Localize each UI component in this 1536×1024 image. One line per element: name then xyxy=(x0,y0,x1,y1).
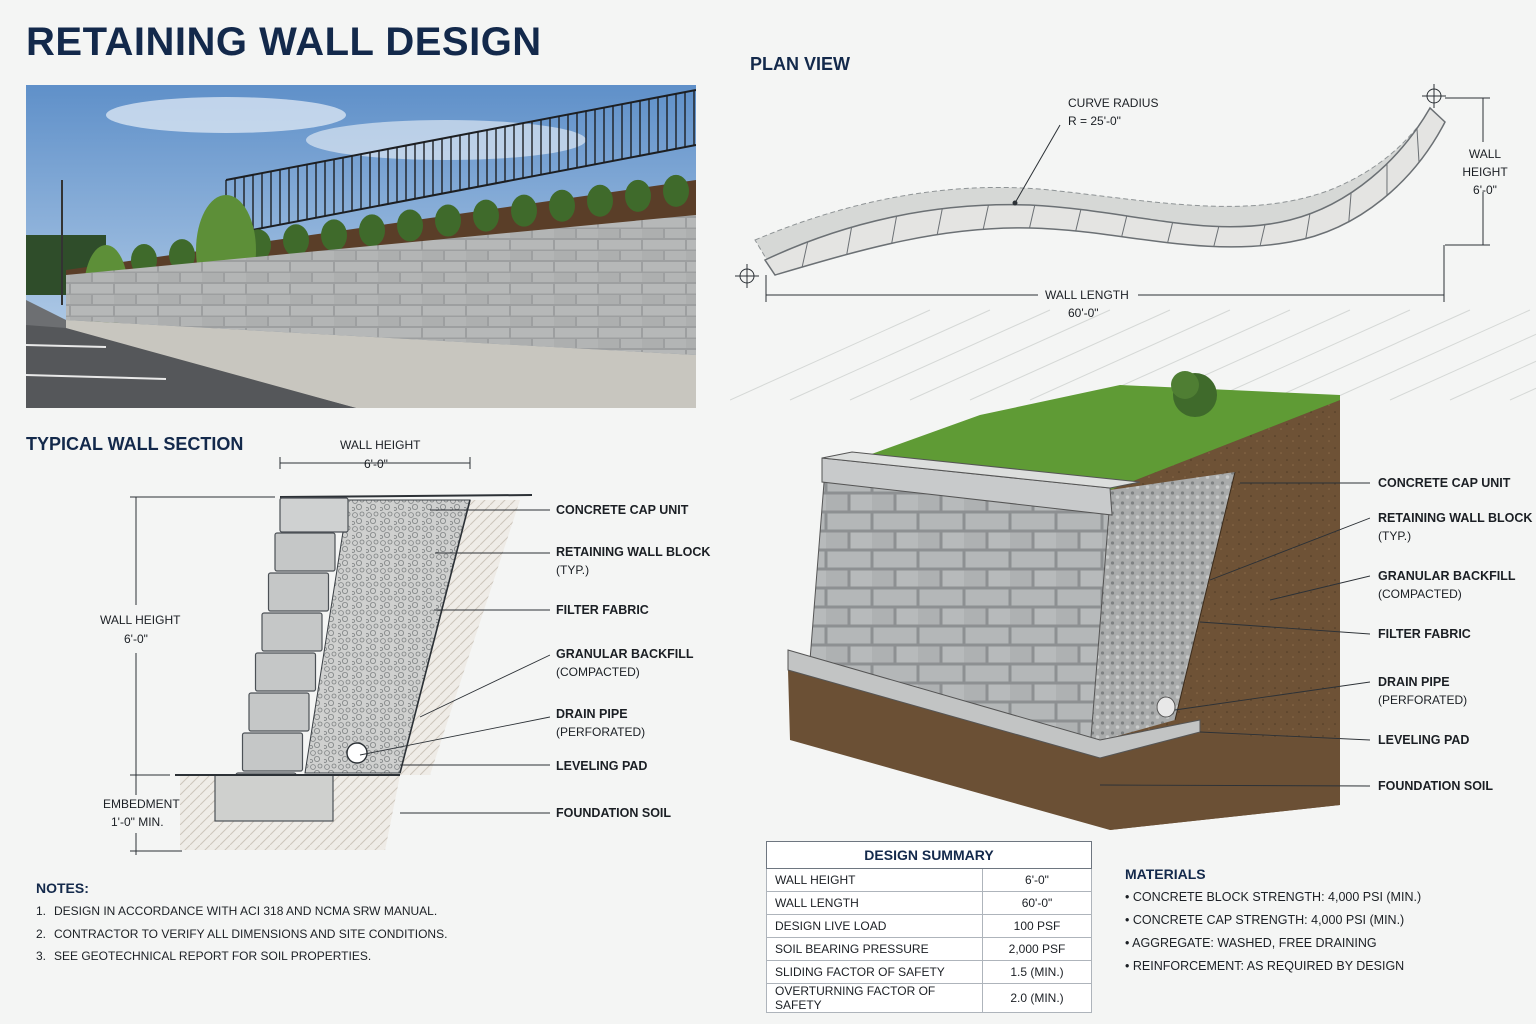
material-text: AGGREGATE: WASHED, FREE DRAINING xyxy=(1132,936,1377,950)
note-item: 2. CONTRACTOR TO VERIFY ALL DIMENSIONS AN… xyxy=(36,927,447,950)
summary-row-label: OVERTURNING FACTOR OF SAFETY xyxy=(766,983,983,1013)
notes-list: 1. DESIGN IN ACCORDANCE WITH ACI 318 AND … xyxy=(36,904,447,972)
material-text: REINFORCEMENT: AS REQUIRED BY DESIGN xyxy=(1132,959,1405,973)
embedment-label: EMBEDMENT xyxy=(103,797,180,811)
notes-heading: NOTES: xyxy=(36,880,89,896)
material-text: CONCRETE BLOCK STRENGTH: 4,000 PSI (MIN.… xyxy=(1132,890,1422,904)
materials-list: • CONCRETE BLOCK STRENGTH: 4,000 PSI (MI… xyxy=(1125,890,1421,982)
wall-length-value: 60'-0" xyxy=(1068,306,1099,320)
summary-row-value: 2.0 (MIN.) xyxy=(982,983,1092,1013)
curve-radius-value: R = 25'-0" xyxy=(1068,114,1121,128)
section-top-dim-label: WALL HEIGHT xyxy=(340,438,421,452)
callout-sublabel: (COMPACTED) xyxy=(1378,587,1462,601)
curve-radius-label: CURVE RADIUS xyxy=(1068,96,1159,110)
embedment-value: 1'-0" MIN. xyxy=(111,815,164,829)
plan-view-heading: PLAN VIEW xyxy=(750,54,851,74)
callout-label: FILTER FABRIC xyxy=(556,603,649,617)
callout-label: CONCRETE CAP UNIT xyxy=(1378,476,1511,490)
note-number: 2. xyxy=(36,926,47,941)
callout-label: GRANULAR BACKFILL xyxy=(556,647,694,661)
material-item: • AGGREGATE: WASHED, FREE DRAINING xyxy=(1125,936,1421,959)
callout-label: DRAIN PIPE xyxy=(556,707,628,721)
note-text: DESIGN IN ACCORDANCE WITH ACI 318 AND NC… xyxy=(54,904,438,918)
plan-wall-height-label-1: WALL xyxy=(1468,147,1502,161)
callout-sublabel: (COMPACTED) xyxy=(556,665,640,679)
callout-label: LEVELING PAD xyxy=(556,759,648,773)
materials-heading: MATERIALS xyxy=(1125,866,1206,882)
plan-view-drawing xyxy=(730,84,1536,401)
bullet-icon: • xyxy=(1125,959,1133,973)
section-left-dim-value: 6'-0" xyxy=(124,632,148,646)
isometric-wall-drawing xyxy=(787,371,1370,830)
callout-label: FOUNDATION SOIL xyxy=(1378,779,1494,793)
note-number: 3. xyxy=(36,949,47,963)
callout-label: LEVELING PAD xyxy=(1378,733,1470,747)
callout-label: CONCRETE CAP UNIT xyxy=(556,503,689,517)
summary-row-value: 60'-0" xyxy=(982,891,1092,915)
material-item: • CONCRETE BLOCK STRENGTH: 4,000 PSI (MI… xyxy=(1125,890,1421,913)
summary-row-label: SOIL BEARING PRESSURE xyxy=(766,937,983,961)
note-number: 1. xyxy=(36,904,47,918)
summary-row-label: WALL LENGTH xyxy=(766,891,983,915)
section-heading: TYPICAL WALL SECTION xyxy=(26,434,244,454)
summary-row-value: 100 PSF xyxy=(982,914,1092,938)
note-text: SEE GEOTECHNICAL REPORT FOR SOIL PROPERT… xyxy=(54,949,372,963)
section-top-dim-value: 6'-0" xyxy=(364,457,388,471)
summary-row-value: 1.5 (MIN.) xyxy=(982,960,1092,984)
page-title: RETAINING WALL DESIGN xyxy=(26,20,542,64)
bullet-icon: • xyxy=(1125,936,1133,950)
plan-wall-height-value: 6'-0" xyxy=(1473,183,1497,197)
summary-row-label: SLIDING FACTOR OF SAFETY xyxy=(766,960,983,984)
bullet-icon: • xyxy=(1125,913,1133,927)
callout-sublabel: (TYP.) xyxy=(556,563,590,577)
section-left-dim-label: WALL HEIGHT xyxy=(100,613,181,627)
callout-sublabel: (PERFORATED) xyxy=(1378,693,1468,707)
note-item: 1. DESIGN IN ACCORDANCE WITH ACI 318 AND … xyxy=(36,904,447,927)
summary-row-value: 6'-0" xyxy=(982,868,1092,892)
callout-label: RETAINING WALL BLOCK xyxy=(556,545,711,559)
callout-label: GRANULAR BACKFILL xyxy=(1378,569,1516,583)
note-text: CONTRACTOR TO VERIFY ALL DIMENSIONS AND … xyxy=(54,926,448,941)
wall-length-label: WALL LENGTH xyxy=(1045,288,1129,302)
callout-label: FILTER FABRIC xyxy=(1378,627,1471,641)
summary-row-value: 2,000 PSF xyxy=(982,937,1092,961)
site-photo xyxy=(26,85,696,408)
material-item: • REINFORCEMENT: AS REQUIRED BY DESIGN xyxy=(1125,959,1421,982)
summary-row-label: WALL HEIGHT xyxy=(766,868,983,892)
material-item: • CONCRETE CAP STRENGTH: 4,000 PSI (MIN.… xyxy=(1125,913,1421,936)
plan-wall-height-label-2: HEIGHT xyxy=(1462,165,1508,179)
material-text: CONCRETE CAP STRENGTH: 4,000 PSI (MIN.) xyxy=(1132,913,1405,927)
callout-label: DRAIN PIPE xyxy=(1378,675,1450,689)
callout-label: RETAINING WALL BLOCK xyxy=(1378,511,1533,525)
note-item: 3. SEE GEOTECHNICAL REPORT FOR SOIL PROPE… xyxy=(36,949,447,972)
bullet-icon: • xyxy=(1125,890,1133,904)
summary-row-label: DESIGN LIVE LOAD xyxy=(766,914,983,938)
callout-label: FOUNDATION SOIL xyxy=(556,806,672,820)
callout-sublabel: (TYP.) xyxy=(1378,529,1412,543)
callout-sublabel: (PERFORATED) xyxy=(556,725,646,739)
wall-section-drawing xyxy=(130,457,550,855)
design-summary-heading: DESIGN SUMMARY xyxy=(766,841,1092,869)
